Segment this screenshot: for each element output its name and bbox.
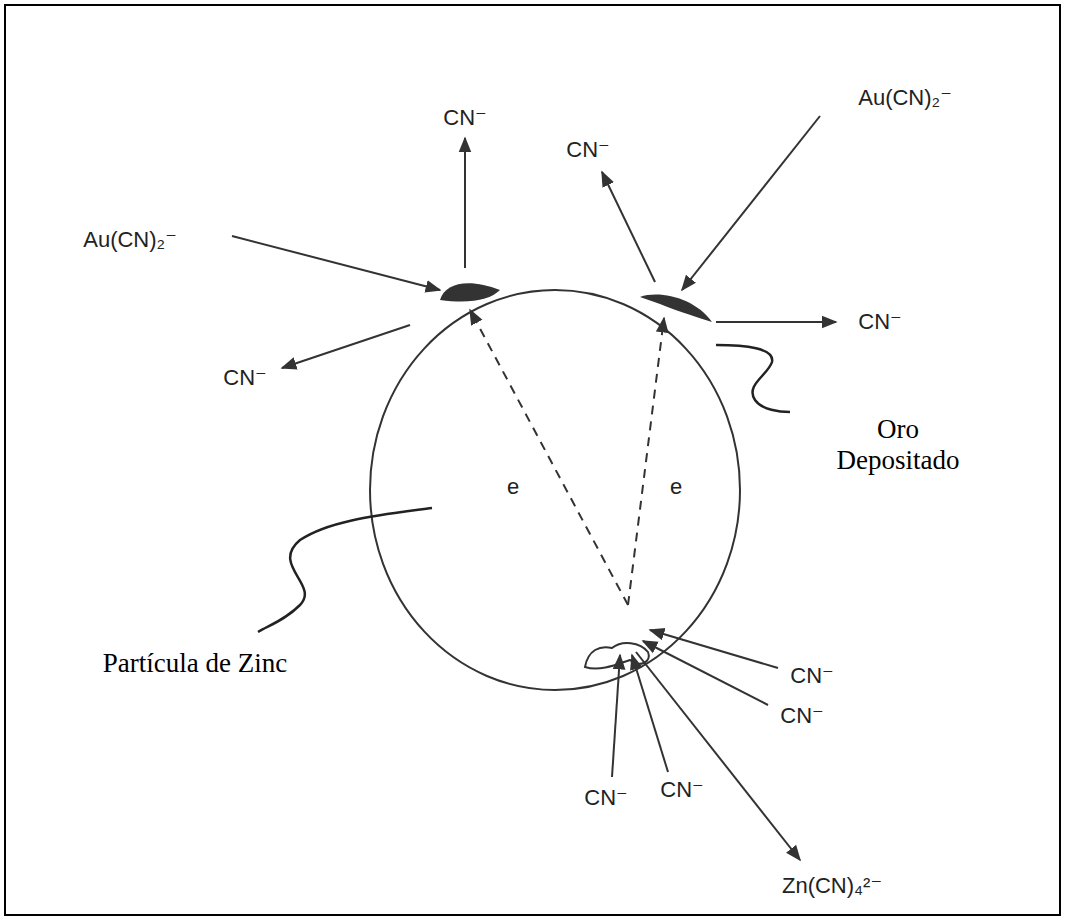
ion-label: Au(CN)₂⁻ xyxy=(858,85,952,110)
ion-label: CN⁻ xyxy=(660,777,703,802)
ion-label: CN⁻ xyxy=(780,703,823,728)
electron-path xyxy=(470,310,628,605)
leader-line xyxy=(716,345,790,412)
arrow xyxy=(636,652,800,860)
arrow xyxy=(716,321,836,323)
ion-label: CN⁻ xyxy=(584,785,627,810)
ion-label: CN⁻ xyxy=(790,663,833,688)
ion-label: Au(CN)₂⁻ xyxy=(83,227,177,252)
ion-label: Zn(CN)₄²⁻ xyxy=(782,873,882,898)
electron-label: e xyxy=(507,474,519,499)
ion-label: CN⁻ xyxy=(566,137,609,162)
electron-label: e xyxy=(670,474,682,499)
zinc-particle xyxy=(370,290,740,690)
arrow xyxy=(650,630,778,668)
arrow xyxy=(612,655,620,777)
gold-deposit xyxy=(640,295,712,322)
ion-label: CN⁻ xyxy=(858,309,901,334)
ion-label: CN⁻ xyxy=(443,105,486,130)
gold-deposit xyxy=(440,283,500,301)
arrow xyxy=(464,138,466,268)
leader-line xyxy=(258,508,432,632)
arrow xyxy=(282,325,410,368)
arrow xyxy=(643,641,768,705)
electron-path xyxy=(628,318,664,605)
part-label: Partícula de Zinc xyxy=(103,648,287,679)
ion-label: CN⁻ xyxy=(223,365,266,390)
arrow xyxy=(602,172,655,282)
arrow xyxy=(232,236,440,290)
arrow xyxy=(632,655,668,772)
part-label: Oro Depositado xyxy=(823,414,973,476)
arrow xyxy=(682,116,820,290)
